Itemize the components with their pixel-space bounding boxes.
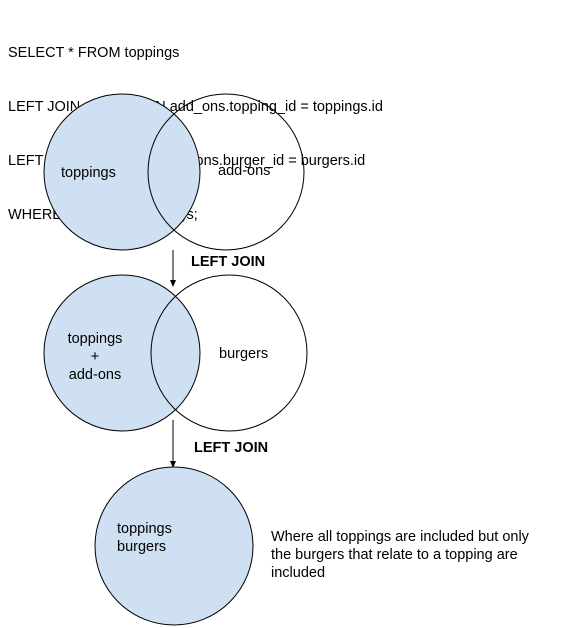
toppings-add-ons-line-1: toppings	[67, 331, 123, 347]
toppings-add-ons-line-3: add-ons	[68, 367, 122, 383]
left-join-label-2: LEFT JOIN	[194, 440, 269, 456]
venn-step2	[43, 274, 308, 432]
result-label-line-1: toppings	[117, 521, 172, 537]
add-ons-label: add-ons	[218, 163, 271, 179]
burgers-circle	[150, 274, 308, 432]
result-note: Where all toppings are included but only…	[271, 529, 529, 581]
toppings-label: toppings	[61, 165, 116, 181]
venn-step1	[43, 93, 305, 251]
toppings-circle	[43, 93, 201, 251]
result-circle	[94, 466, 254, 626]
add-ons-circle	[147, 93, 305, 251]
toppings-add-ons-label: toppings + add-ons	[55, 330, 135, 384]
result-label-line-2: burgers	[117, 539, 167, 555]
sql-line-select: SELECT * FROM toppings	[8, 45, 180, 61]
left-join-label-1: LEFT JOIN	[191, 254, 266, 270]
result-label: toppings burgers	[117, 520, 172, 556]
toppings-add-ons-line-2: +	[90, 349, 100, 365]
burgers-label: burgers	[219, 346, 269, 362]
